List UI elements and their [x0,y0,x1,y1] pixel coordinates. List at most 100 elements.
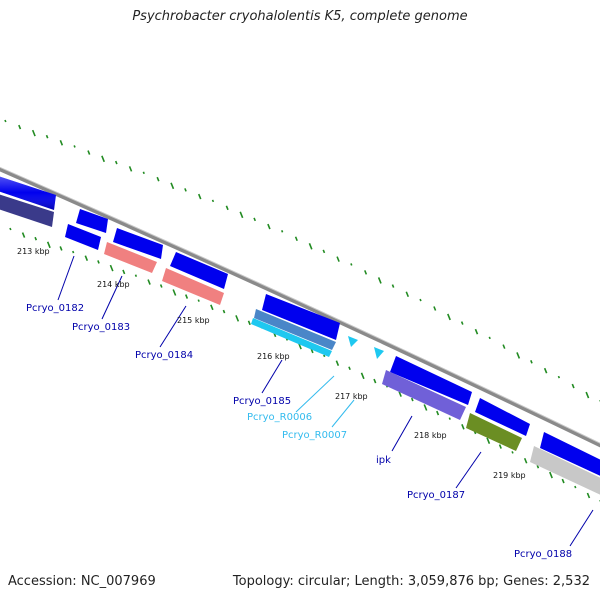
gc-mark [373,378,377,384]
gene-feature-pcryo-0184[interactable] [162,268,224,305]
genome-backbone [0,167,600,448]
gc-mark [488,336,491,340]
gc-mark [348,366,351,371]
gc-mark [391,284,395,288]
gc-mark [159,284,163,288]
gc-mark [398,391,402,397]
gene-feature[interactable] [113,228,163,259]
gene-feature-pcryo-0188[interactable] [530,446,600,497]
gc-mark [211,199,215,203]
gene-feature-pcryo-0182[interactable] [65,224,101,250]
tick-label: 214 kbp [97,280,130,289]
gc-mark [73,145,76,148]
gc-mark [101,155,106,163]
gc-mark [460,321,464,325]
gene-label-pcryo-0182[interactable]: Pcryo_0182 [26,303,84,314]
gc-mark [543,367,548,374]
gene-feature[interactable] [170,252,228,289]
gc-mark [210,304,214,311]
gc-mark [267,223,271,230]
gc-mark [197,299,200,302]
gc-mark [18,124,22,130]
gc-mark [45,134,49,139]
gc-mark [516,352,521,359]
gc-mark [557,375,561,379]
gc-mark [59,246,63,251]
tick-label: 215 kbp [177,316,210,325]
gene-label-pcryo-0183[interactable]: Pcryo_0183 [72,322,130,333]
tick-label: 219 kbp [493,471,526,480]
gc-mark [147,279,151,285]
gc-mark [474,328,479,335]
gene-feature-pcryo-r0006[interactable] [348,336,358,347]
gc-mark [4,119,7,123]
gc-mark [21,232,26,238]
gc-mark [423,404,428,411]
gc-mark [253,217,257,222]
gc-mark [322,249,326,254]
gc-mark [84,255,89,261]
gc-mark [448,417,451,420]
gc-mark [109,264,114,272]
gc-mark [294,236,298,242]
accession-label: Accession: NC_007969 [8,574,156,589]
gc-mark [377,277,382,284]
gc-mark [87,150,91,155]
gene-feature-ipk[interactable] [382,370,466,420]
gene-feature-pcryo-r0007[interactable] [374,347,384,359]
map-title: Psychrobacter cryohalolentis K5, complet… [132,9,468,24]
tick-label: 217 kbp [335,392,368,401]
gc-mark [281,230,284,233]
gene-label-pcryo-0187[interactable]: Pcryo_0187 [407,490,465,501]
gc-mark [156,176,160,182]
gc-content-track [4,119,600,503]
gene-label-ipk[interactable]: ipk [376,455,391,466]
gc-mark [571,383,575,389]
gc-mark [9,227,12,231]
gc-mark [122,269,126,275]
gc-mark [308,242,313,250]
gc-mark [239,211,244,219]
gc-mark [410,397,414,402]
gc-mark [247,320,251,326]
gc-mark [323,354,326,358]
gene-feature[interactable] [0,193,54,227]
gc-mark [134,274,138,278]
gene-feature[interactable] [0,175,56,210]
gc-mark [46,241,51,249]
gc-mark [530,360,533,364]
tick-label: 218 kbp [414,431,447,440]
gene-label-pcryo-r0006[interactable]: Pcryo_R0006 [247,412,312,423]
gene-feature-pcryo-0183[interactable] [104,242,157,273]
gc-mark [419,298,422,302]
gene-label-pcryo-0188[interactable]: Pcryo_0188 [514,549,572,560]
gc-mark [461,423,465,430]
gc-mark [350,263,353,266]
gc-mark [114,160,118,165]
gc-mark [364,270,368,275]
gc-mark [360,372,365,380]
gc-mark [433,306,437,311]
gc-mark [405,291,410,298]
gc-mark [561,478,565,484]
gene-feature[interactable] [262,294,340,340]
gene-label-pcryo-r0007[interactable]: Pcryo_R0007 [282,430,347,441]
gene-feature[interactable] [76,209,108,233]
gene-label-pcryo-0185[interactable]: Pcryo_0185 [233,396,291,407]
gene-feature[interactable] [475,398,530,436]
gc-mark [502,344,506,349]
gene-feature[interactable] [540,432,600,478]
gc-mark [486,437,491,445]
gc-mark [170,182,175,190]
gc-mark [447,313,451,321]
gc-mark [498,444,502,449]
gc-mark [185,294,189,299]
gene-feature-pcryo-0187[interactable] [466,413,522,451]
gene-feature-pcryo-0185[interactable] [251,309,336,357]
gc-mark [536,464,540,469]
gc-mark [72,250,75,254]
gc-mark [34,236,38,241]
gene-label-pcryo-0184[interactable]: Pcryo_0184 [135,350,193,361]
gene-feature[interactable] [390,356,472,405]
